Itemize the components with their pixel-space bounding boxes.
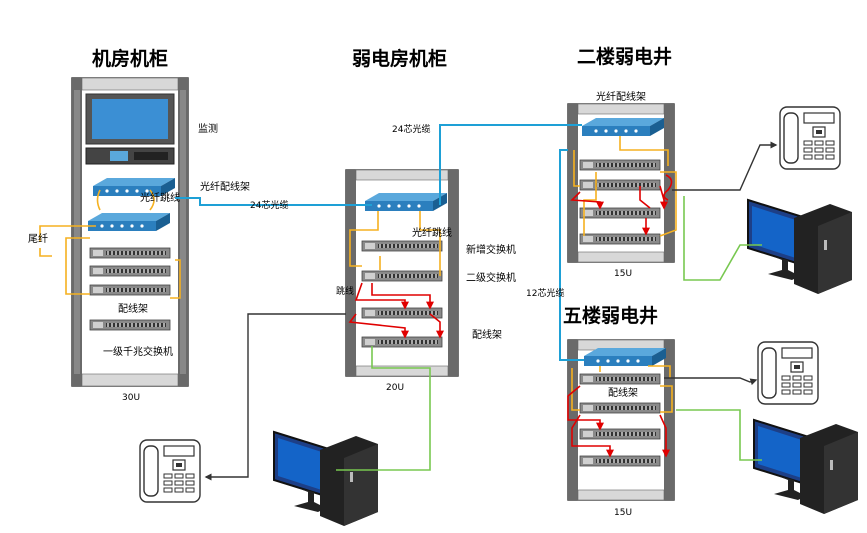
weak-rack-red-jumpers xyxy=(348,282,444,339)
f5-switch-2 xyxy=(579,402,661,414)
label-patch-panel-main: 配线架 xyxy=(118,302,148,315)
pc-lines xyxy=(336,196,762,471)
f2-patch-panel-1 xyxy=(579,207,661,219)
title-floor5: 五楼弱电井 xyxy=(563,304,658,327)
capacity-main: 30U xyxy=(122,393,140,403)
phone-icon-f5 xyxy=(757,341,819,405)
f5-patch-panel-1 xyxy=(579,428,661,440)
core-switch-unit xyxy=(89,319,171,331)
phone-icon-f2 xyxy=(779,106,841,170)
f2-switch-2 xyxy=(579,179,661,191)
fiber-patch-panel-main-2 xyxy=(88,213,170,231)
capacity-weak: 20U xyxy=(386,383,404,393)
label-24-core-cable-main: 24芯光缆 xyxy=(250,199,288,211)
f2-switch-1 xyxy=(579,159,661,171)
fiber-patch-panel-f5 xyxy=(584,348,666,366)
patch-panel-main-1 xyxy=(89,247,171,259)
label-pigtail: 尾纤 xyxy=(28,232,48,245)
new-switch-unit xyxy=(361,240,443,252)
label-fiber-patch-panel-f2: 光纤配线架 xyxy=(596,90,646,103)
label-patch-panel-weak: 配线架 xyxy=(472,328,502,341)
capacity-f2: 15U xyxy=(614,269,632,279)
label-fiber-patch-panel-main: 光纤配线架 xyxy=(200,180,250,193)
phone-lines xyxy=(204,141,778,481)
main-rack-jumpers xyxy=(39,189,181,299)
label-new-switch: 新增交换机 xyxy=(466,243,516,256)
capacity-f5: 15U xyxy=(614,508,632,518)
level2-switch-unit xyxy=(361,270,443,282)
label-monitor: 监测 xyxy=(198,122,218,135)
title-main-room: 机房机柜 xyxy=(92,47,168,70)
label-patch-panel-f5: 配线架 xyxy=(608,386,638,399)
weak-rack-jumpers xyxy=(349,211,441,276)
monitor-unit xyxy=(85,93,175,165)
label-core-switch: 一级千兆交换机 xyxy=(103,345,173,358)
f5-red-jumpers xyxy=(567,385,670,458)
patch-panel-weak-2 xyxy=(361,336,443,348)
f2-red-jumpers xyxy=(570,174,673,236)
f2-patch-panel-2 xyxy=(579,233,661,245)
label-fiber-jumper-main: 光纤跳线 xyxy=(140,191,180,204)
pc-icon-weak xyxy=(273,431,379,527)
pc-icon-f5 xyxy=(753,419,859,515)
label-level2-switch: 二级交换机 xyxy=(466,271,516,284)
label-24-core-cable-top: 24芯光缆 xyxy=(392,123,430,135)
pc-icon-f2 xyxy=(747,199,853,295)
label-12-core-cable: 12芯光缆 xyxy=(526,287,564,299)
fiber-patch-panel-weak xyxy=(365,193,447,211)
phone-icon-weak xyxy=(139,439,201,503)
title-weak-room: 弱电房机柜 xyxy=(352,47,447,70)
f5-switch-1 xyxy=(579,373,661,385)
f2-jumpers xyxy=(573,136,677,237)
patch-panel-weak-1 xyxy=(361,307,443,319)
f5-patch-panel-2 xyxy=(579,455,661,467)
title-floor2: 二楼弱电井 xyxy=(577,45,672,68)
label-fiber-jumper-weak: 光纤跳线 xyxy=(412,226,452,239)
fiber-cables xyxy=(175,124,584,361)
label-jumper: 跳线 xyxy=(336,285,354,297)
fiber-patch-panel-f2 xyxy=(582,118,664,136)
f5-jumpers xyxy=(571,365,673,413)
patch-panel-main-3 xyxy=(89,284,171,296)
patch-panel-main-2 xyxy=(89,265,171,277)
